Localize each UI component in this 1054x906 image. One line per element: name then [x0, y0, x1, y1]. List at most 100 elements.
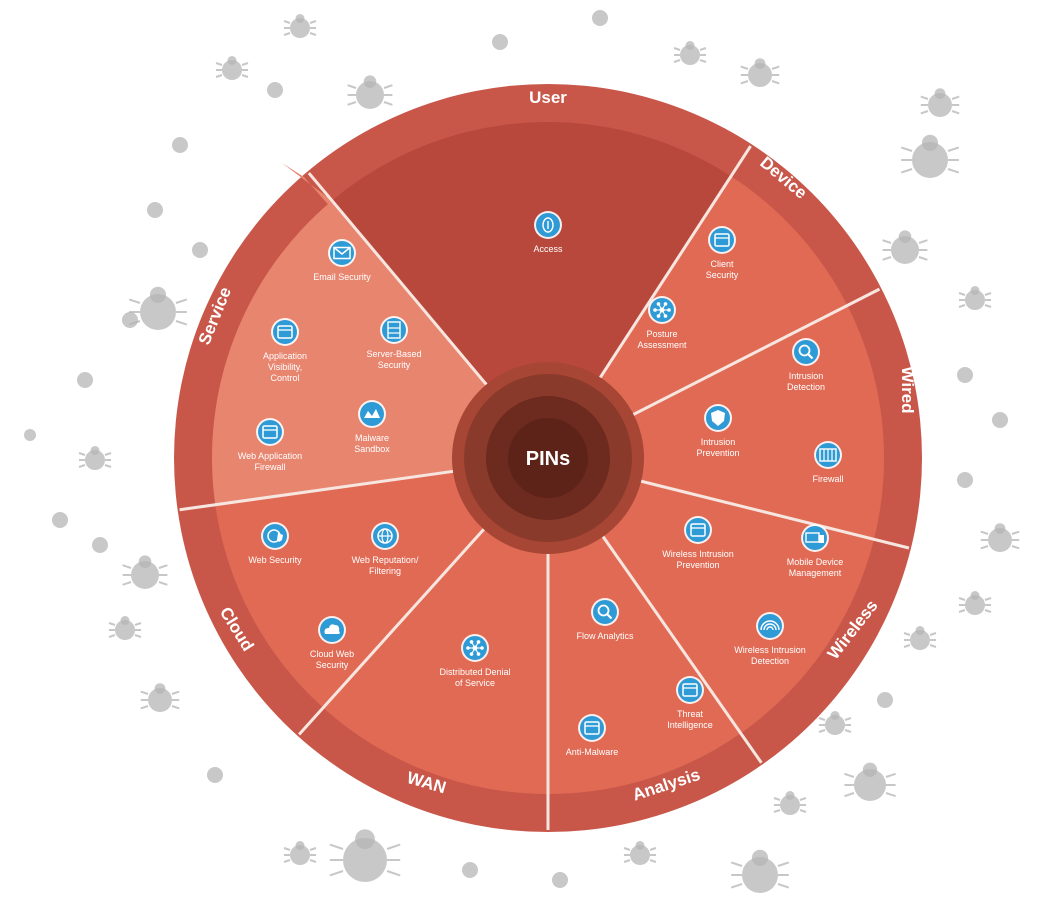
bug-icon: [623, 841, 657, 865]
bug-icon: [773, 791, 807, 815]
capability-item: Anti-Malware: [566, 714, 619, 757]
item-label: Posture: [646, 329, 677, 339]
item-label: Prevention: [676, 560, 719, 570]
item-label: Web Security: [248, 555, 302, 565]
capability-item: Access: [533, 211, 563, 254]
item-label: Threat: [677, 709, 704, 719]
segment-divider: [596, 145, 752, 382]
bug-icon: [818, 711, 852, 735]
segment-divider: [297, 525, 488, 736]
background-bugs: [24, 10, 1020, 893]
hub-core: [508, 418, 588, 498]
item-label: Intrusion: [701, 437, 736, 447]
item-label: Assessment: [637, 340, 687, 350]
bug-icon: [980, 523, 1020, 552]
bug-icon: [844, 762, 896, 801]
bug-icon: [215, 56, 249, 80]
capability-item: Web Security: [248, 522, 302, 565]
item-label: Access: [533, 244, 563, 254]
server-icon: [380, 316, 408, 344]
globe-icon: [371, 522, 399, 550]
slice-device: [598, 176, 848, 417]
fingerprint-icon: [534, 211, 562, 239]
bug-icon: [462, 862, 478, 878]
slice-user: [332, 122, 731, 388]
bug-icon: [920, 88, 960, 117]
item-label: Detection: [787, 382, 825, 392]
item-label: Application: [263, 351, 307, 361]
bug-icon: [140, 683, 180, 712]
capability-item: Flow Analytics: [576, 598, 634, 641]
item-label: Firewall: [254, 462, 285, 472]
bug-icon: [24, 429, 36, 441]
item-label: Control: [270, 373, 299, 383]
item-label: Prevention: [696, 448, 739, 458]
threat-screen-icon: [676, 676, 704, 704]
web-firewall-icon: [256, 418, 284, 446]
segment-divider: [636, 478, 910, 550]
bug-icon: [192, 242, 208, 258]
wifi-signal-icon: [756, 612, 784, 640]
item-label: Web Application: [238, 451, 302, 461]
client-security-icon: [708, 226, 736, 254]
bug-icon: [882, 230, 928, 264]
bug-icon: [77, 372, 93, 388]
item-label: Anti-Malware: [566, 747, 619, 757]
item-label: Sandbox: [354, 444, 390, 454]
email-icon: [328, 239, 356, 267]
item-label: Detection: [751, 656, 789, 666]
item-label: Intrusion: [789, 371, 824, 381]
item-label: Firewall: [812, 474, 843, 484]
bug-icon: [122, 555, 168, 589]
center-label: PINs: [526, 448, 570, 470]
segment-divider: [307, 172, 491, 389]
bug-icon: [147, 202, 163, 218]
item-label: Web Reputation/: [352, 555, 419, 565]
bug-icon: [329, 829, 401, 882]
anti-malware-icon: [578, 714, 606, 742]
magnifier-icon: [792, 338, 820, 366]
item-label: Flow Analytics: [576, 631, 634, 641]
bug-icon: [283, 841, 317, 865]
wireless-document-icon: [684, 516, 712, 544]
bug-icon: [347, 75, 393, 109]
segment-label-user: User: [529, 88, 567, 107]
segment-divider: [179, 469, 458, 512]
application-icon: [271, 318, 299, 346]
network-nodes-icon: [648, 296, 676, 324]
bug-icon: [128, 286, 188, 330]
capability-item: Web Reputation/Filtering: [352, 522, 419, 576]
item-label: Server-Based: [366, 349, 421, 359]
segment-divider: [629, 287, 881, 418]
item-label: Malware: [355, 433, 389, 443]
item-label: Distributed Denial: [439, 667, 510, 677]
slice-wired: [629, 305, 884, 540]
cloud-icon: [318, 616, 346, 644]
bug-icon: [900, 134, 960, 178]
item-label: Wireless Intrusion: [662, 549, 734, 559]
item-label: Mobile Device: [787, 557, 844, 567]
bug-icon: [592, 10, 608, 26]
segment-divider: [599, 532, 763, 764]
item-label: Filtering: [369, 566, 401, 576]
bug-icon: [958, 591, 992, 615]
item-label: of Service: [455, 678, 495, 688]
bug-icon: [552, 872, 568, 888]
bug-icon: [207, 767, 223, 783]
center-hub: PINs: [452, 362, 644, 554]
magnifier-icon: [591, 598, 619, 626]
segment-dividers: [179, 145, 910, 830]
item-label: Visibility,: [268, 362, 302, 372]
web-security-icon: [261, 522, 289, 550]
